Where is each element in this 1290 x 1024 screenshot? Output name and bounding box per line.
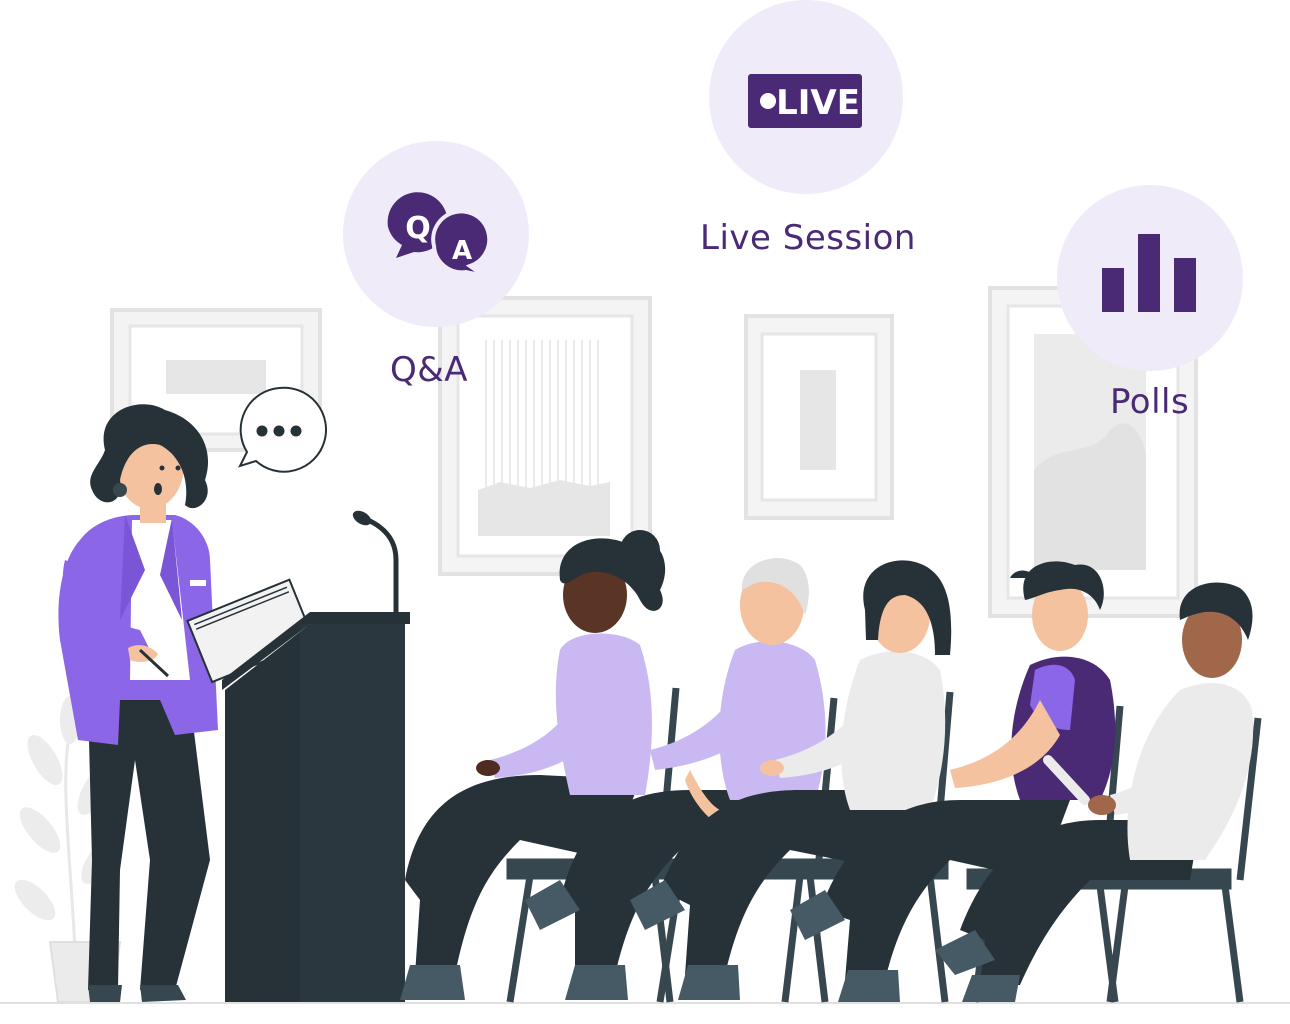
- audience-member-4: [790, 561, 1116, 1002]
- qa-bubbles-icon: Q A: [387, 192, 492, 278]
- live-badge-text: LIVE: [776, 83, 860, 123]
- audience-member-5: [935, 582, 1254, 1002]
- speech-bubble: [238, 386, 327, 473]
- qa-feature: Q A: [343, 141, 529, 327]
- polls-label: Polls: [1110, 382, 1190, 422]
- polls-feature: [1057, 185, 1243, 371]
- live-session-label: Live Session: [700, 218, 916, 258]
- frame-3: [744, 314, 894, 520]
- podium: [222, 510, 410, 1002]
- live-feature: LIVE: [709, 0, 903, 194]
- bar-chart-icon: [1102, 234, 1196, 312]
- speaker: [58, 404, 316, 1002]
- frame-2: [438, 296, 652, 576]
- audience-member-3: [630, 560, 952, 1000]
- qa-bubble-a: A: [452, 236, 472, 266]
- live-badge-icon: LIVE: [748, 74, 862, 128]
- audience-member-1: [400, 530, 666, 1000]
- frame-4: [988, 286, 1198, 618]
- qa-label: Q&A: [390, 350, 469, 390]
- qa-bubble-q: Q: [405, 211, 431, 246]
